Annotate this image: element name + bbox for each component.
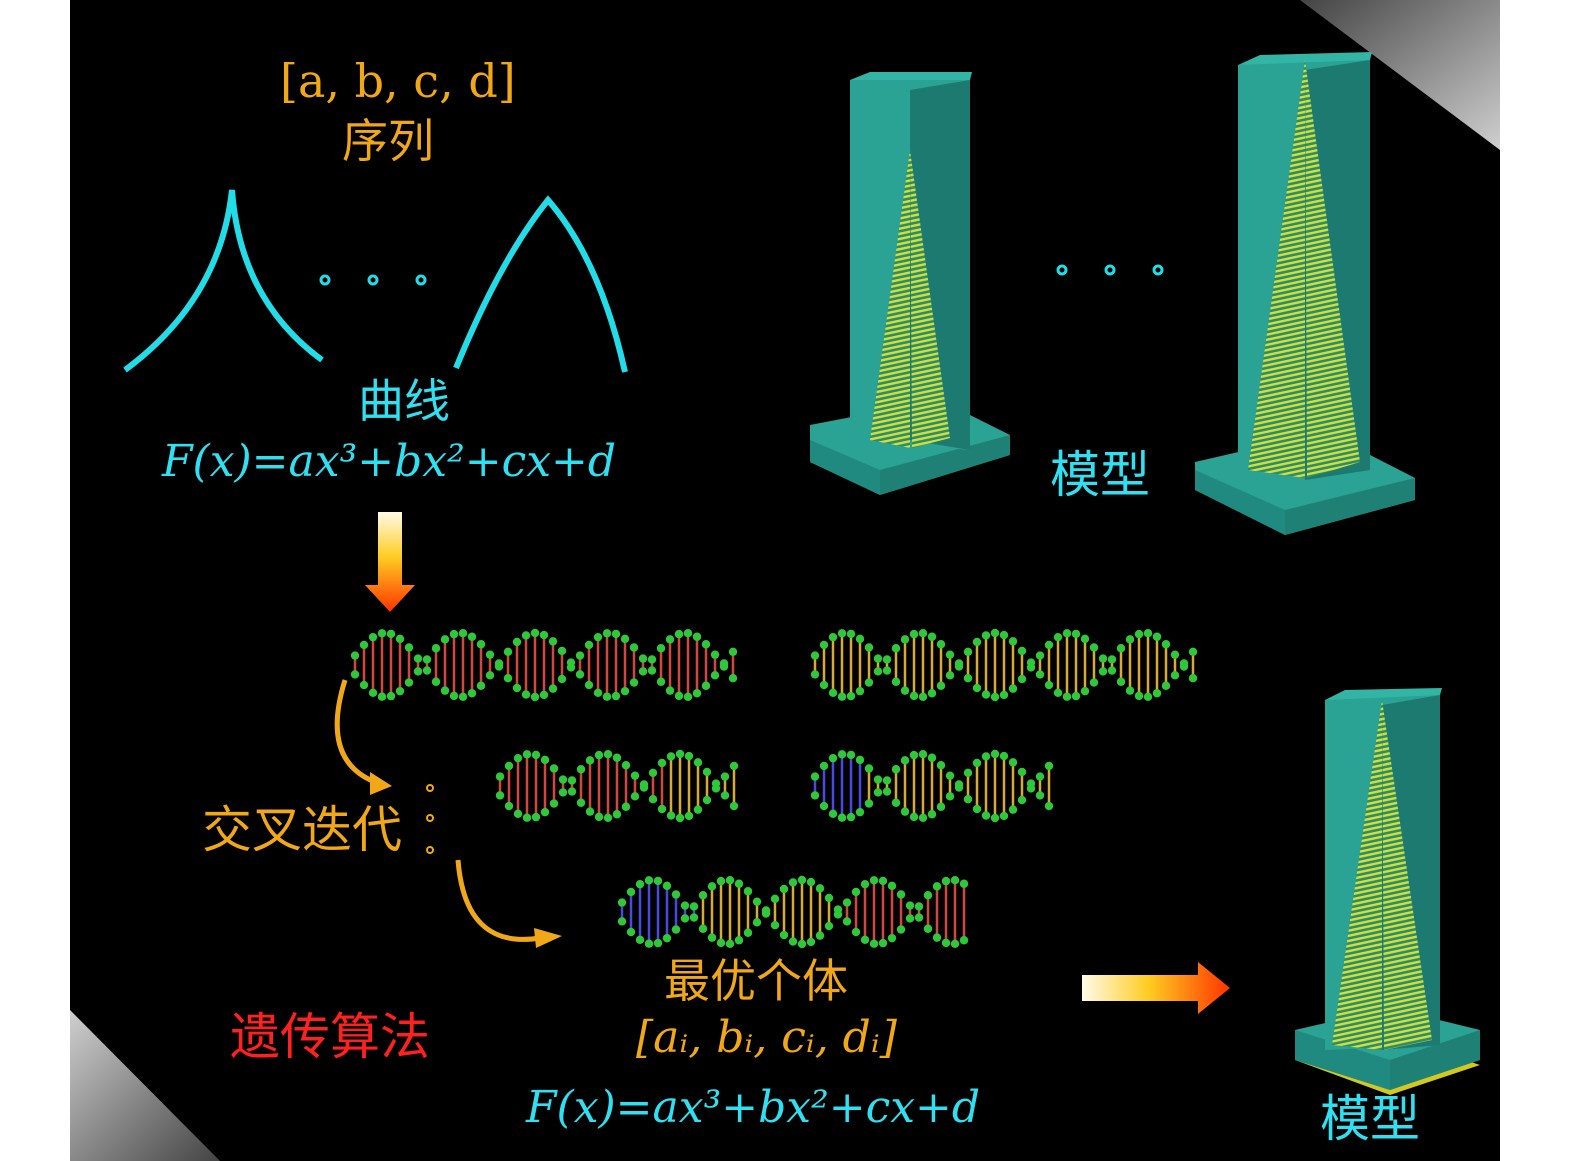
result-model-label: 模型 <box>1320 1090 1420 1148</box>
sequence-label: 序列 <box>342 114 434 168</box>
algorithm-label: 遗传算法 <box>230 1008 430 1066</box>
ellipsis-dots-left <box>319 274 427 286</box>
model-label: 模型 <box>1050 446 1150 504</box>
curved-arrow-icon <box>455 859 541 942</box>
curve-formula: F(x)=ax³+bx²+cx+d <box>162 436 617 487</box>
dna-helix-icon <box>810 628 1198 702</box>
tower-model-icon <box>1195 52 1415 535</box>
dna-helix-icon <box>617 875 969 949</box>
crossover-label: 交叉迭代 <box>202 801 402 859</box>
sequence-formula: [a, b, c, d] <box>280 54 516 108</box>
arrow-right-icon <box>1082 962 1230 1014</box>
dna-helix-icon <box>495 749 739 823</box>
dna-helix-icon <box>810 749 1054 823</box>
curve-label: 曲线 <box>358 374 450 428</box>
dna-helix-icon <box>350 628 738 702</box>
curve-shapes <box>123 189 1164 373</box>
ellipsis-dots-right <box>1056 264 1164 276</box>
arrows <box>334 512 1230 1014</box>
tower-model-icon <box>810 72 1010 495</box>
best-individual-label: 最优个体 <box>664 954 848 1008</box>
corner-shading <box>70 0 1500 1161</box>
dna-helices <box>350 628 1198 949</box>
arrow-down-icon <box>365 512 415 612</box>
tower-models <box>810 52 1480 1095</box>
best-formula: F(x)=ax³+bx²+cx+d <box>526 1082 981 1133</box>
best-params: [aᵢ, bᵢ, cᵢ, dᵢ] <box>636 1012 897 1063</box>
curved-arrow-icon <box>334 679 376 785</box>
diagram-canvas: [a, b, c, d] 序列 曲线 F(x)=ax³+bx²+cx+d 模型 … <box>70 0 1500 1161</box>
tower-model-icon <box>1295 688 1480 1095</box>
